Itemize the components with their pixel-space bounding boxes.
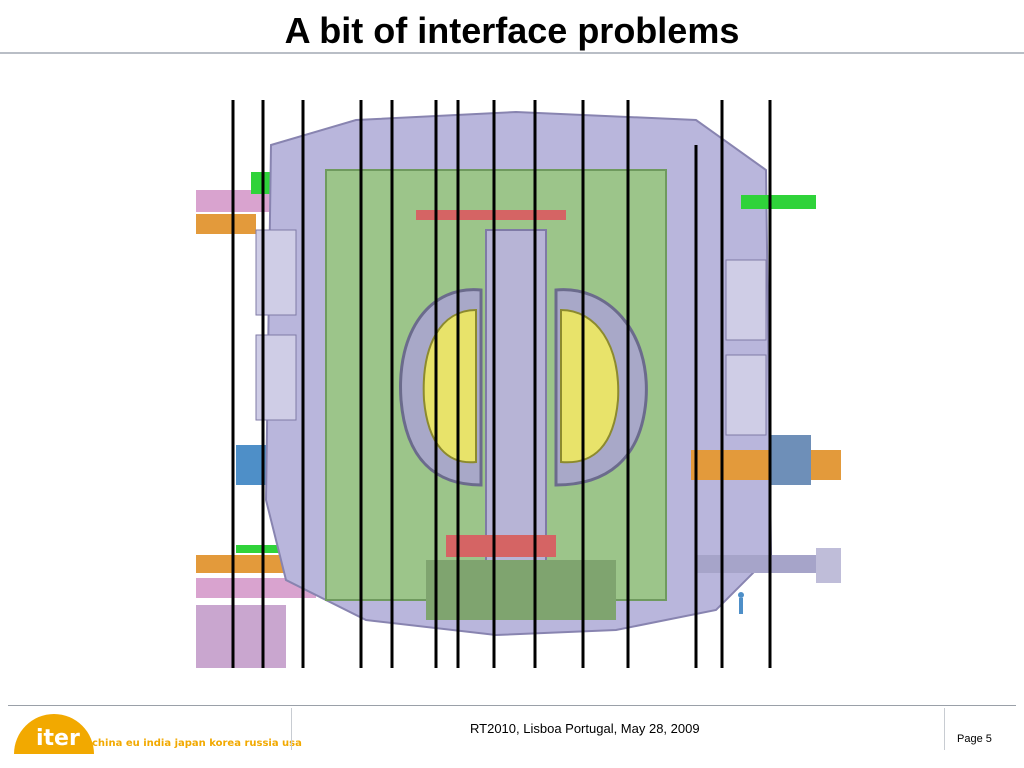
footer-separator: [944, 708, 945, 750]
logo-tagline: china eu india japan korea russia usa: [92, 738, 302, 749]
right-port-orange: [691, 450, 841, 480]
footer-rule: [8, 705, 1016, 706]
title-rule: [0, 52, 1024, 54]
left-pipe-pink: [196, 190, 276, 212]
page-number: Page 5: [957, 733, 992, 745]
top-pipe-red: [416, 210, 566, 220]
footer-conference: RT2010, Lisboa Portugal, May 28, 2009: [470, 721, 700, 736]
person-body: [739, 598, 743, 614]
left-pipe-lower-orange: [196, 555, 306, 573]
left-pipe-lower-pink: [196, 578, 316, 598]
right-bottom-equipment: [816, 548, 841, 583]
logo-sun-icon: [14, 714, 94, 754]
logo-word: iter: [36, 726, 80, 751]
footer-separator: [291, 708, 292, 750]
right-port-blue: [771, 435, 811, 485]
right-pipe-green: [741, 195, 816, 209]
bottom-divertor: [426, 560, 616, 620]
left-bottom-equipment: [196, 605, 286, 668]
left-pipe-orange: [196, 214, 256, 234]
tokamak-figure: [196, 100, 841, 668]
right-coil-box-1: [725, 259, 767, 341]
slide-title: A bit of interface problems: [284, 10, 740, 51]
right-coil-box-2: [725, 354, 767, 436]
bottom-pipes-red: [446, 535, 556, 557]
iter-logo: [14, 714, 94, 754]
person-figure: [738, 592, 744, 598]
overlay-lines: [231, 100, 772, 668]
